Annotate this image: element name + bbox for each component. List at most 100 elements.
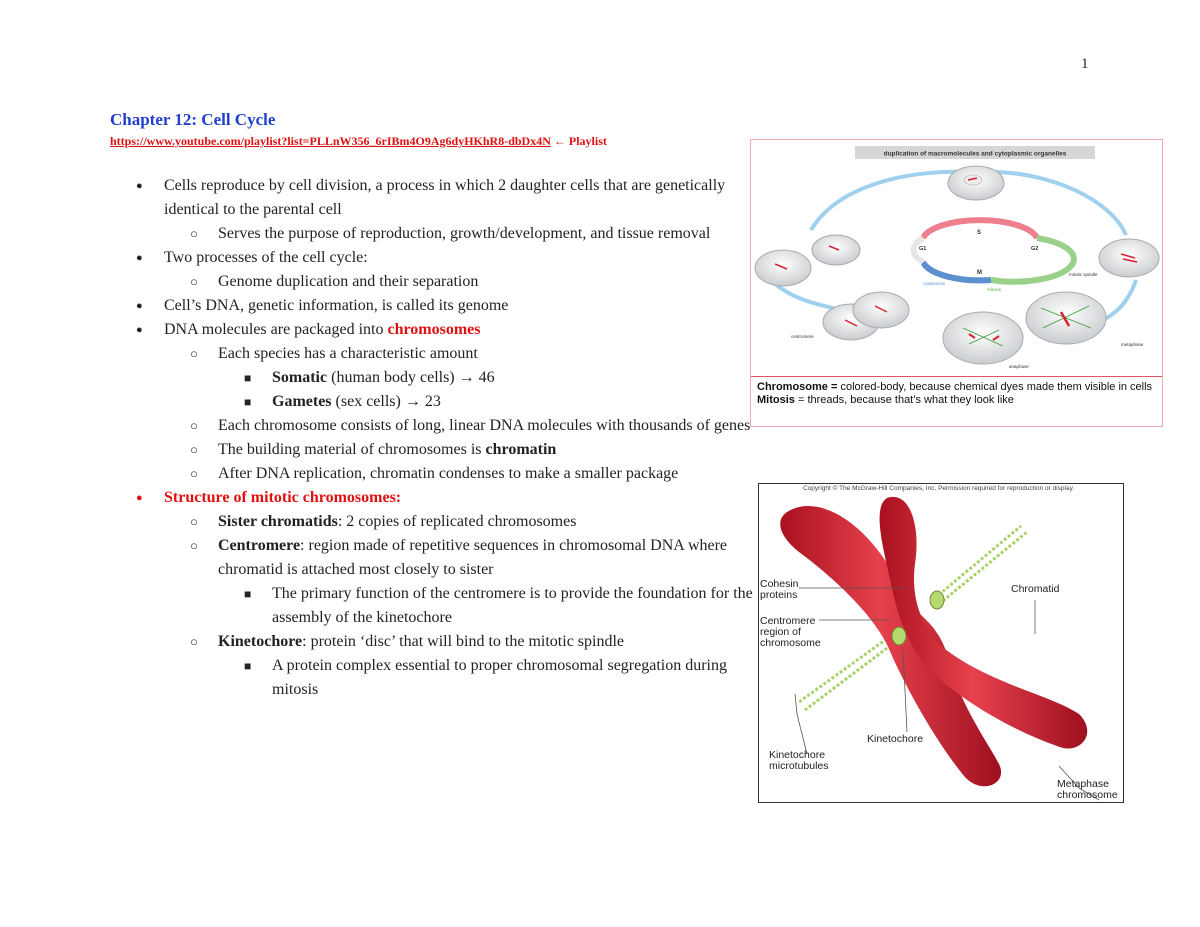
outline-text: : protein ‘disc’ that will bind to the m…: [302, 633, 625, 650]
label-anaphase: anaphase: [1009, 364, 1029, 369]
term-gametes: Gametes: [272, 393, 332, 410]
label-s: S: [977, 230, 981, 236]
cell-top: [947, 165, 1005, 201]
cell-left-upper: [811, 234, 861, 266]
outline-item: ○ Kinetochore: protein ‘disc’ that will b…: [134, 630, 754, 654]
outline-text: : region made of repetitive sequences in…: [218, 537, 728, 578]
bullet-marker: ●: [136, 300, 143, 312]
outline-item: ■ Somatic (human body cells) → 46: [134, 366, 754, 390]
kinetochore-disc: [929, 590, 945, 610]
caption-term-mitosis: Mitosis: [757, 393, 795, 406]
cell-cycle-diagram: duplication of macromolecules and cytopl…: [754, 146, 1160, 369]
page-title: Chapter 12: Cell Cycle: [110, 110, 276, 129]
term-chromatin: chromatin: [485, 441, 557, 458]
outline-text: (human body cells) → 46: [327, 369, 495, 386]
outline-item: ○ Genome duplication and their separation: [134, 270, 754, 294]
microtubules: [798, 524, 1028, 712]
chromatid-right: [879, 496, 1088, 749]
outline-item: ○Sister chromatids: 2 copies of replicat…: [134, 510, 754, 534]
bullet-marker: ○: [190, 274, 198, 289]
cell-dividing: [822, 291, 910, 341]
outline-item: ● Cell’s DNA, genetic information, is cal…: [134, 294, 754, 318]
m-phase-arc: [920, 260, 992, 284]
cell-right: [1098, 238, 1160, 278]
caption-def-chromosome: colored-body, because chemical dyes made…: [837, 381, 1153, 393]
outline-item: ○ Centromere: region made of repetitive s…: [134, 534, 754, 582]
copyright-notice: Copyright © The McGraw-Hill Companies, I…: [803, 485, 1075, 492]
outline-item: ○After DNA replication, chromatin conden…: [134, 462, 754, 486]
label-cohesin-proteins: Cohesin proteins: [760, 578, 799, 601]
label-kinetochore-microtubules: Kinetochore microtubules: [769, 749, 829, 772]
banner-text: duplication of macromolecules and cytopl…: [884, 151, 1067, 158]
bullet-marker: ○: [190, 514, 198, 529]
outline-item: ● Structure of mitotic chromosomes:: [134, 486, 754, 510]
outline-item: ●Cells reproduce by cell division, a pro…: [134, 174, 754, 222]
bullet-marker: ■: [244, 395, 252, 409]
metaphase-chromosome-figure: Copyright © The McGraw-Hill Companies, I…: [758, 483, 1124, 803]
label-cytokinesis: cytokinesis: [923, 281, 946, 286]
cell-metaphase: [1025, 291, 1107, 345]
outline-item: ○ The building material of chromosomes is…: [134, 438, 754, 462]
label-g1: G1: [919, 246, 926, 252]
bullet-marker: ●: [136, 252, 143, 264]
term-somatic: Somatic: [272, 369, 328, 386]
playlist-link[interactable]: https://www.youtube.com/playlist?list=PL…: [110, 134, 551, 148]
cell-anaphase: [942, 311, 1024, 365]
outline-item: ■ The primary function of the centromere …: [134, 582, 754, 630]
label-g2: G2: [1031, 246, 1038, 252]
section-heading-structure: Structure of mitotic chromosomes:: [164, 489, 402, 506]
bullet-marker: ○: [190, 538, 198, 553]
cell-left: [754, 249, 812, 287]
outline-text: (sex cells) → 23: [331, 393, 441, 410]
label-mitotic-spindle: mitotic spindle: [1069, 272, 1098, 277]
bullet-marker: ●: [136, 180, 143, 192]
label-m: M: [977, 270, 982, 276]
label-leaders: [794, 587, 1100, 801]
outline-text: Serves the purpose of reproduction, grow…: [218, 225, 711, 242]
bullet-marker: ■: [244, 659, 252, 673]
notes-outline: ●Cells reproduce by cell division, a pro…: [134, 174, 754, 702]
bullet-marker: ○: [190, 634, 198, 649]
bullet-marker: ■: [244, 587, 252, 601]
label-chromatid: Chromatid: [1011, 583, 1060, 595]
outline-text: The building material of chromosomes is: [218, 441, 486, 458]
bullet-marker: ○: [190, 418, 198, 433]
bullet-marker: ●: [136, 324, 143, 336]
caption-term-chromosome: Chromosome =: [757, 381, 838, 393]
outline-text: Cell’s DNA, genetic information, is call…: [164, 297, 509, 314]
outline-item: ○Serves the purpose of reproduction, gro…: [134, 222, 754, 246]
outline-text: Genome duplication and their separation: [218, 273, 479, 290]
label-centromere-region: Centromere region of chromosome: [760, 615, 821, 649]
label-metaphase-chromosome: Metaphase chromosome: [1057, 778, 1118, 801]
bullet-marker: ■: [244, 371, 252, 385]
outline-text: Two processes of the cell cycle:: [164, 249, 368, 266]
outline-text: DNA molecules are packaged into: [164, 321, 388, 338]
g1-phase-arc: [910, 235, 925, 265]
page-number: 1: [1081, 56, 1089, 72]
outline-item: ■ Gametes (sex cells) → 23: [134, 390, 754, 414]
outline-item: ○Each species has a characteristic amoun…: [134, 342, 754, 366]
label-mitosis: mitosis: [987, 287, 1002, 292]
bullet-marker: ○: [190, 442, 198, 457]
outline-text: After DNA replication, chromatin condens…: [218, 465, 679, 482]
term-centromere: Centromere: [218, 537, 301, 554]
cycle-arrow: [809, 169, 967, 232]
outline-text: The primary function of the centromere i…: [272, 585, 753, 626]
term-sister-chromatids: Sister chromatids: [218, 513, 338, 530]
playlist-link-line: https://www.youtube.com/playlist?list=PL…: [110, 134, 607, 149]
term-chromosomes: chromosomes: [387, 321, 481, 338]
g2-phase-arc: [990, 235, 1077, 285]
kinetochore-disc: [891, 626, 907, 646]
s-phase-arc: [920, 217, 1040, 240]
caption-def-mitosis: = threads, because that’s what they look…: [794, 393, 1014, 406]
outline-text: Each chromosome consists of long, linear…: [218, 417, 751, 434]
bullet-marker: ●: [136, 492, 143, 504]
cell-cycle-caption: Chromosome = colored-body, because chemi…: [751, 376, 1162, 426]
bullet-marker: ○: [190, 346, 198, 361]
banner-bar: [855, 146, 1095, 159]
term-kinetochore: Kinetochore: [218, 633, 303, 650]
cell-cycle-figure: duplication of macromolecules and cytopl…: [750, 139, 1163, 427]
outline-item: ○ Each chromosome consists of long, linea…: [134, 414, 754, 438]
outline-item: ● Two processes of the cell cycle:: [134, 246, 754, 270]
chromosome-illustration: [780, 496, 1100, 801]
